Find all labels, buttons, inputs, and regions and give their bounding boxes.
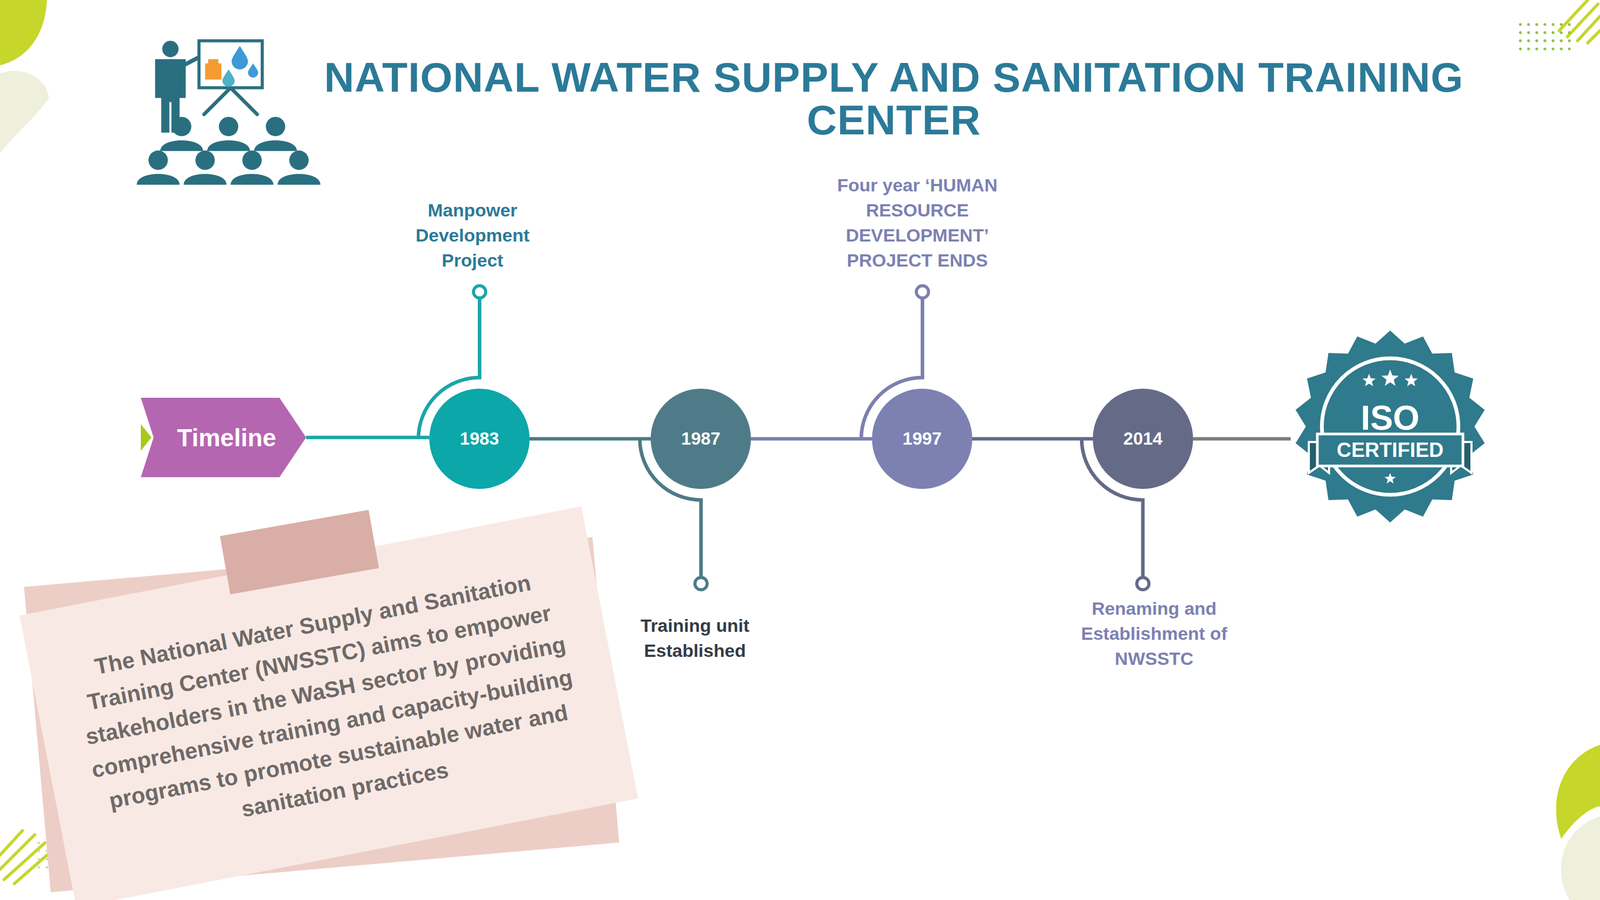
dot-grid — [1543, 39, 1547, 43]
diagram-title: NATIONAL WATER SUPPLY AND SANITATION TRA… — [280, 56, 1508, 142]
dot-grid — [1518, 22, 1522, 26]
dot-grid — [37, 858, 40, 861]
year-text: 1997 — [902, 428, 942, 450]
timeline-connector — [1193, 437, 1291, 442]
label-wrap: Four year ‘HUMAN RESOURCE DEVELOPMENT’ P… — [818, 172, 1016, 274]
dot-grid — [37, 842, 40, 845]
dot-grid — [1535, 22, 1539, 26]
stem-marker — [473, 285, 486, 299]
dot-grid — [1535, 31, 1539, 35]
corner-swirl — [1561, 816, 1600, 900]
ribbon-band — [1317, 434, 1463, 467]
milestone-label: Four year ‘HUMAN RESOURCE DEVELOPMENT’ P… — [818, 172, 1016, 274]
dot-grid — [1560, 47, 1563, 51]
milestone-label: Training unit Established — [609, 613, 781, 664]
dot-grid — [1543, 22, 1547, 26]
dot-grid — [1551, 47, 1555, 51]
star — [1381, 369, 1399, 387]
stem-marker — [694, 577, 708, 590]
iso-badge: ISO CERTIFIED — [1290, 328, 1490, 526]
dot-grid — [1535, 39, 1539, 43]
milestone-label: Renaming and Establishment of NWSSTC — [1068, 596, 1240, 672]
dot-grid — [37, 866, 40, 869]
corner-strokes — [0, 830, 47, 885]
stem-marker — [916, 285, 929, 299]
title-wrap: NATIONAL WATER SUPPLY AND SANITATION TRA… — [280, 56, 1508, 142]
timeline-tag: Timeline — [140, 397, 307, 478]
dot-grid — [1568, 39, 1571, 43]
dot-grid — [1568, 47, 1571, 51]
badge-text-box: ISO — [1290, 396, 1490, 440]
milestone-label: Manpower Development Project — [387, 197, 558, 274]
label-wrap: Manpower Development Project — [387, 197, 558, 274]
tag-fill — [140, 397, 307, 478]
timeline-connector — [972, 437, 1093, 442]
dot-grid — [1535, 47, 1539, 51]
dot-grid — [1560, 22, 1563, 26]
tag-text: Timeline — [177, 423, 277, 453]
dot-grid — [1518, 31, 1522, 35]
badge-text-box: CERTIFIED — [1290, 428, 1490, 472]
year-circle: 1987 — [650, 388, 751, 490]
dot-grid — [1518, 39, 1522, 43]
timeline-connector — [750, 437, 872, 442]
year-circle: 1983 — [429, 388, 530, 490]
seal-burst — [1295, 330, 1485, 523]
card-text: The National Water Supply and Sanitation… — [63, 560, 595, 854]
year-text: 2014 — [1123, 428, 1163, 450]
note-card: The National Water Supply and Sanitation… — [19, 506, 639, 900]
label-wrap: Training unit Established — [609, 613, 781, 664]
dot-grid — [1560, 31, 1563, 35]
star — [1362, 373, 1376, 387]
dot-grid — [1526, 39, 1530, 43]
dot-grid — [37, 850, 40, 853]
stem-marker — [1136, 577, 1149, 590]
label-wrap: Renaming and Establishment of NWSSTC — [1068, 596, 1240, 672]
dot-grid — [1568, 22, 1571, 26]
year-circle: 2014 — [1092, 388, 1194, 490]
dot-grid — [1551, 31, 1555, 35]
year-circle: 1997 — [872, 388, 973, 490]
tag-notch — [140, 424, 152, 452]
dot-grid — [1518, 47, 1522, 51]
year-text: 1987 — [681, 428, 720, 450]
dot-grid — [1551, 22, 1555, 26]
seal-ring — [1322, 358, 1459, 495]
corner-swirl — [0, 70, 50, 154]
year-text: 1983 — [459, 428, 499, 450]
badge-title: ISO — [1360, 401, 1420, 436]
timeline-connector — [306, 435, 430, 440]
dot-grid — [1560, 39, 1563, 43]
presenter-icon — [136, 41, 320, 186]
timeline-connector — [529, 437, 651, 442]
dot-grid — [1526, 31, 1530, 35]
dot-grid — [1543, 31, 1547, 35]
dot-grid — [1568, 31, 1571, 35]
corner-blob — [0, 0, 47, 66]
corner-strokes — [1558, 0, 1600, 43]
tag-text-box: Timeline — [140, 397, 307, 478]
dot-grid — [1551, 39, 1555, 43]
dot-grid — [45, 866, 49, 869]
star — [1384, 473, 1396, 484]
star — [1404, 373, 1419, 387]
dot-grid — [1543, 47, 1547, 51]
badge-ribbon-text: CERTIFIED — [1336, 440, 1444, 461]
dot-grid — [1526, 22, 1530, 26]
dot-grid — [1526, 47, 1530, 51]
